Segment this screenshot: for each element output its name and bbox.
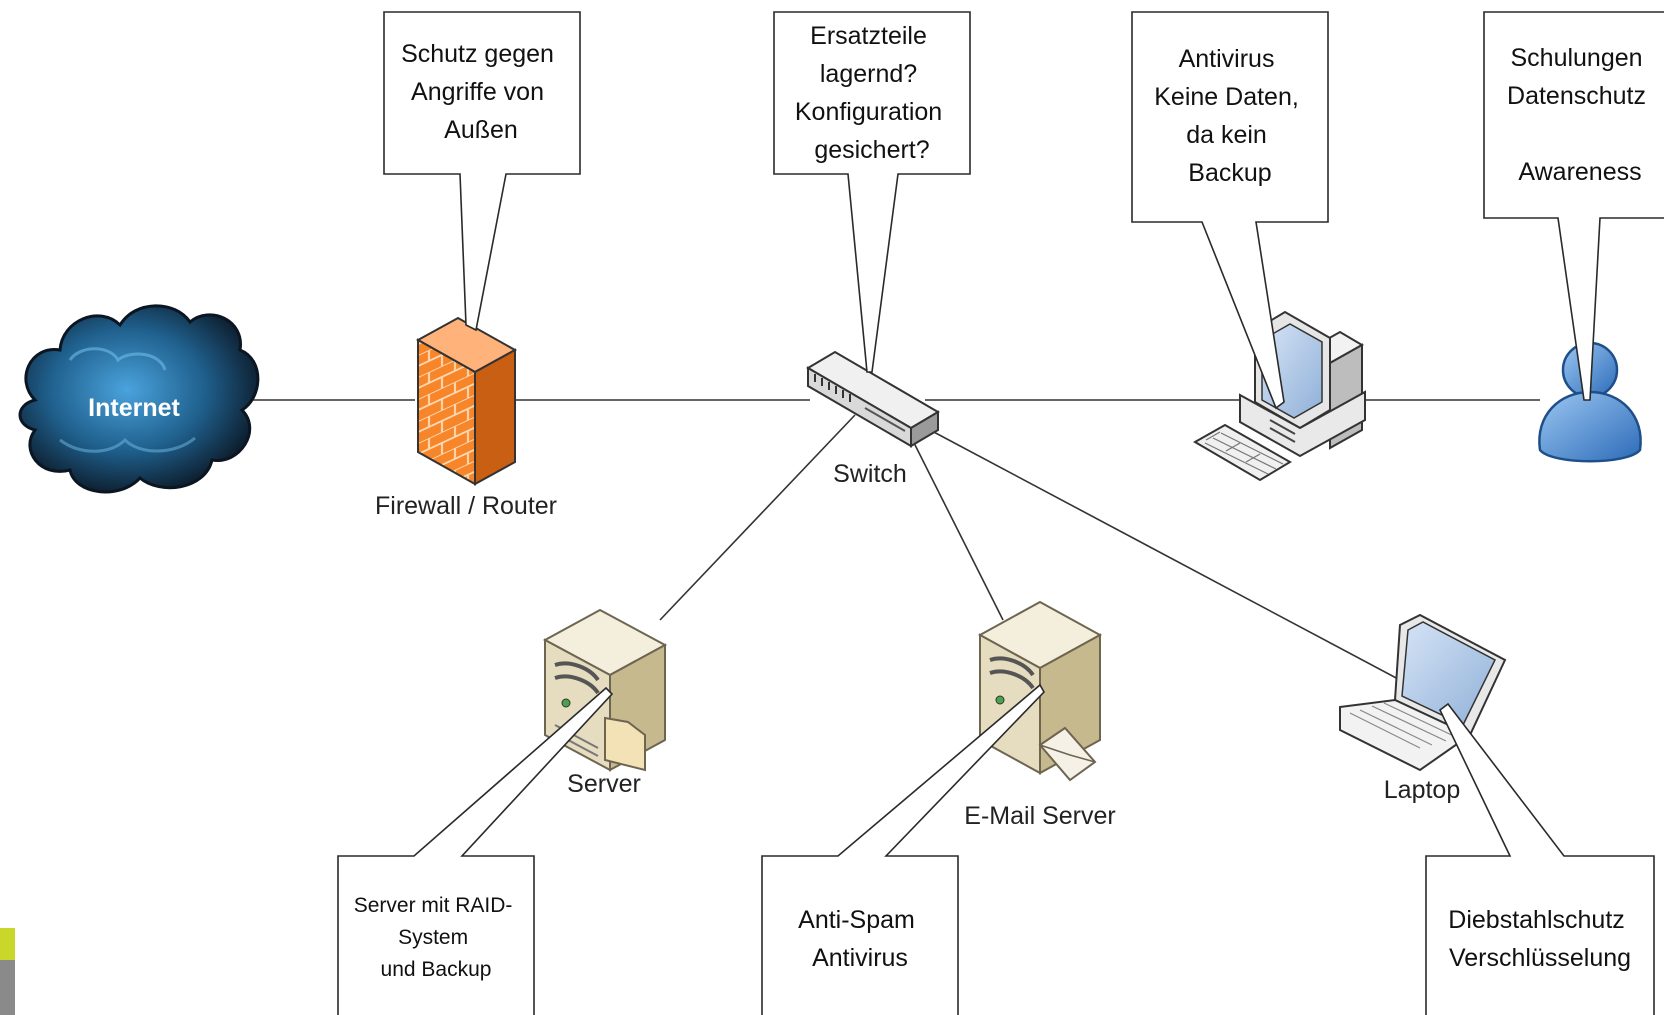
callout-firewall-line-3: Außen [444, 116, 518, 144]
link-switch-server [659, 414, 856, 621]
callout-switch-line-1: Ersatzteile [810, 22, 927, 50]
callout-laptop: Diebstahlschutz Verschlüsselung [1425, 702, 1655, 1015]
callout-user: Schulungen Datenschutz Awareness [1483, 11, 1664, 401]
svg-text:Ersatzteile lagernd?: Ersatzteile lagernd? Konfiguration gesic… [795, 22, 949, 164]
internet-label: Internet [88, 394, 180, 422]
callout-switch: Ersatzteile lagernd? Konfiguration gesic… [773, 11, 971, 373]
email-server-icon [977, 600, 1103, 782]
callout-server-line-3: und Backup [381, 958, 492, 981]
link-switch-laptop [929, 429, 1401, 681]
server-icon [542, 608, 668, 772]
callout-user-line-1: Schulungen [1510, 44, 1642, 72]
callout-laptop-line-1: Diebstahlschutz [1448, 906, 1624, 934]
callout-workstation-line-2: Keine Daten, [1154, 83, 1299, 111]
callout-switch-line-2: lagernd? [820, 60, 917, 88]
internet-cloud-icon [18, 304, 260, 494]
callout-server-line-1: Server mit RAID- [354, 894, 513, 917]
callout-switch-line-4: gesichert? [814, 136, 929, 164]
laptop-label: Laptop [1384, 776, 1460, 804]
svg-text:Schulungen Datenschutz: Schulungen Datenschutz Awareness [1507, 44, 1653, 186]
accent-strip-gray [0, 960, 15, 1015]
svg-text:Antivirus Keine Daten,: Antivirus Keine Daten, da kein Backup [1154, 45, 1306, 187]
email-server-label: E-Mail Server [964, 802, 1115, 830]
callout-laptop-line-2: Verschlüsselung [1449, 944, 1631, 972]
callout-email-server-line-2: Antivirus [812, 944, 908, 972]
callout-workstation-line-1: Antivirus [1179, 45, 1275, 73]
svg-text:Schutz gegen Angriffe vo: Schutz gegen Angriffe von Außen [401, 40, 561, 144]
callout-user-line-2: Datenschutz [1507, 82, 1646, 110]
svg-text:Anti-Spam Antivirus: Anti-Spam Antivirus [798, 906, 922, 972]
callout-switch-line-3: Konfiguration [795, 98, 942, 126]
callout-workstation-line-4: Backup [1188, 159, 1271, 187]
firewall-icon [415, 316, 518, 486]
callout-firewall-line-2: Angriffe von [411, 78, 544, 106]
callout-workstation: Antivirus Keine Daten, da kein Backup [1131, 11, 1329, 410]
switch-label: Switch [833, 460, 907, 488]
server-label: Server [567, 770, 641, 798]
accent-strip-yellow [0, 928, 15, 960]
svg-text:Server mit RAID- System: Server mit RAID- System und Backup [354, 894, 519, 981]
callout-workstation-line-3: da kein [1186, 121, 1267, 149]
callout-firewall-line-1: Schutz gegen [401, 40, 554, 68]
network-links [250, 399, 1540, 681]
callout-firewall: Schutz gegen Angriffe von Außen [383, 11, 581, 332]
callout-email-server-line-1: Anti-Spam [798, 906, 915, 934]
callout-email-server: Anti-Spam Antivirus [761, 683, 1045, 1015]
callout-server-line-2: System [398, 926, 468, 949]
callout-server: Server mit RAID- System und Backup [337, 686, 614, 1015]
switch-icon [806, 350, 940, 448]
callout-user-line-4: Awareness [1518, 158, 1641, 186]
svg-text:Diebstahlschutz Verschlü: Diebstahlschutz Verschlüsselung [1448, 906, 1631, 972]
laptop-icon [1339, 613, 1507, 772]
link-switch-email-server [904, 424, 1004, 621]
firewall-label: Firewall / Router [375, 492, 557, 520]
